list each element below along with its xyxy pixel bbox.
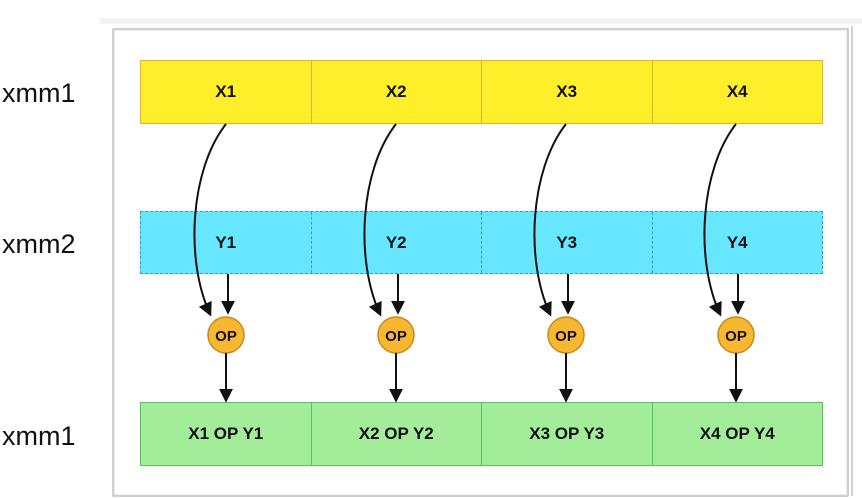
x-lane-2: X2 (310, 61, 482, 123)
x-lane-4: X4 (651, 61, 823, 123)
frame-right-edge (851, 26, 857, 496)
x3-to-op3-curve-arrow (533, 123, 567, 317)
register-label-xmm1-top: xmm1 (2, 78, 76, 108)
y-lane-4: Y4 (651, 212, 823, 273)
result-lane-4: X4 OP Y4 (651, 403, 823, 465)
x-lane-3: X3 (481, 61, 652, 123)
result-lane-3: X3 OP Y3 (481, 403, 652, 465)
result-lane-1: X1 OP Y1 (188, 424, 264, 443)
xmm1-source-register: X1 X2 X3 X4 (140, 60, 823, 124)
op1-label: OP (215, 328, 237, 345)
register-label-xmm1-bottom: xmm1 (2, 421, 76, 451)
register-label-xmm2: xmm2 (2, 229, 76, 259)
frame-top-shade (100, 18, 862, 24)
xmm2-source-register: Y1 Y2 Y3 Y4 (140, 211, 823, 274)
x1-to-op1-curve-arrow (193, 123, 227, 317)
op3-label: OP (555, 328, 577, 345)
xmm1-result-register: X1 OP Y1 X2 OP Y2 X3 OP Y3 X4 OP Y4 (140, 402, 823, 466)
x2-to-op2-curve-arrow (363, 123, 397, 317)
x-lane-1: X1 (215, 82, 237, 101)
x4-to-op4-curve-arrow (703, 123, 737, 317)
result-lane-2: X2 OP Y2 (310, 403, 482, 465)
y-lane-1: Y1 (215, 232, 237, 252)
y-lane-3: Y3 (481, 212, 652, 273)
y-lane-2: Y2 (310, 212, 482, 273)
op2-label: OP (385, 328, 407, 345)
op4-label: OP (725, 328, 747, 345)
